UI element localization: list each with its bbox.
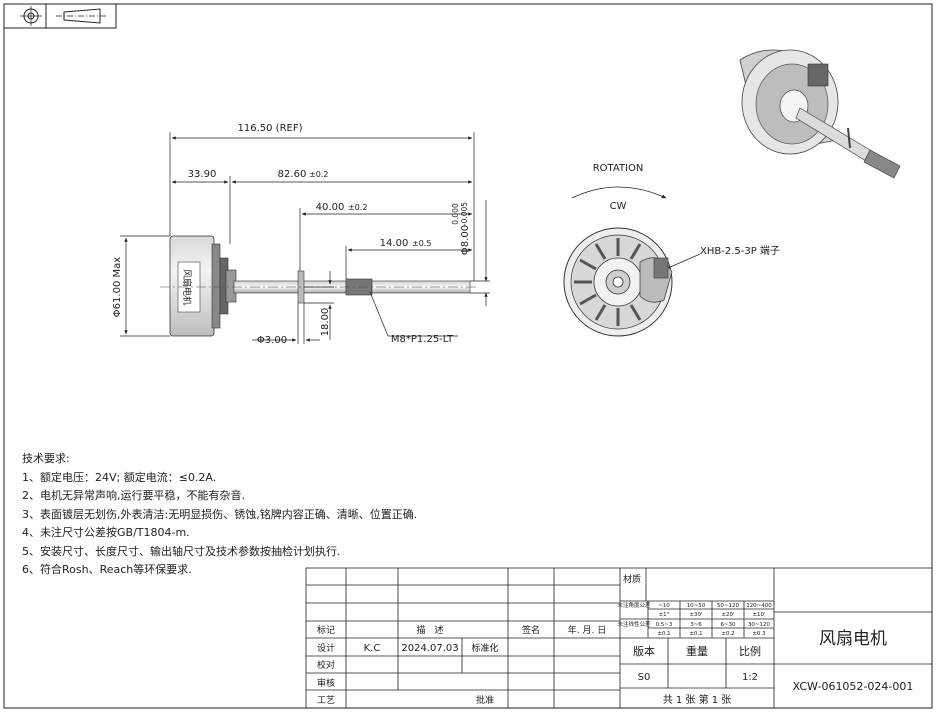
tol-cell: 50~120 <box>717 603 740 609</box>
tolerance-table: 未注角度公差 ~10 10~50 50~120 120~400 ±1° ±30'… <box>617 601 772 637</box>
dim-pin-diameter: Φ3.00 <box>257 335 287 346</box>
tol-cell: 120~400 <box>746 603 772 609</box>
row-label-check: 校对 <box>317 659 335 671</box>
technical-requirements: 技术要求: 1、额定电压：24V; 额定电流：≤0.2A. 2、电机无异常声响,… <box>22 450 417 580</box>
tol-cell: ±0.1 <box>689 631 702 637</box>
dim-shaft-tol-upper: 0.000 <box>451 203 460 225</box>
tol-angle-label: 未注角度公差 <box>617 601 651 609</box>
motor-iso-view <box>739 49 901 179</box>
connector-label: XHB-2.5-3P 端子 <box>700 244 780 257</box>
row-label-review: 审核 <box>317 677 335 689</box>
dim-shaft-tol: ±0.2 <box>348 203 367 212</box>
dim-overall: 116.50 (REF) <box>238 123 303 134</box>
tol-cell: ~10 <box>658 603 670 609</box>
tol-cell: 0.5~3 <box>656 622 673 628</box>
version-value: S0 <box>638 672 651 683</box>
tol-cell: ±0.2 <box>721 631 734 637</box>
version-label: 版本 <box>633 644 655 658</box>
design-date: 2024.07.03 <box>401 643 458 654</box>
dim-thread-len: 14.00 <box>380 238 409 249</box>
column-signature: 签名 <box>522 624 540 636</box>
direction-label: CW <box>610 201 627 212</box>
tol-cell: 6~30 <box>720 622 736 628</box>
tech-item: 3、表面镀层无划伤,外表清洁:无明显损伤、锈蚀,铭牌内容正确、清晰、位置正确. <box>22 507 418 521</box>
designer: K.C <box>364 643 381 654</box>
dim-mid-tol: ±0.2 <box>309 170 328 179</box>
title-block-text: 材质 标记 设计 校对 审核 工艺 描 述 签名 年. 月. 日 K.C 202… <box>317 573 641 706</box>
thread-callout: M8*P1.25-LT <box>391 334 454 345</box>
tol-cell: ±10' <box>752 612 765 618</box>
tol-linear-label: 未注线性公差 <box>617 620 651 628</box>
rotation-indicator <box>571 186 667 199</box>
weight-label: 重量 <box>686 644 708 658</box>
tech-item: 4、未注尺寸公差按GB/T1804-m. <box>22 526 190 539</box>
approve-label: 批准 <box>476 694 494 706</box>
tol-cell: ±0.3 <box>752 631 766 637</box>
dim-shaft-tol-lower: -0.005 <box>460 202 469 226</box>
drawing-number: XCW-061052-024-001 <box>793 680 914 693</box>
title-block-right: 版本 重量 比例 S0 1:2 共 1 张 第 1 张 风扇电机 XCW-061… <box>633 629 913 706</box>
projection-symbol <box>3 3 117 29</box>
dim-mid: 82.60 <box>278 169 307 180</box>
tech-item: 6、符合Rosh、Reach等环保要求. <box>22 563 192 576</box>
row-label-design: 设计 <box>317 642 335 654</box>
tech-item: 2、电机无异常声响,运行要平稳，不能有杂音. <box>22 489 245 502</box>
motor-side-view <box>160 235 476 337</box>
rotation-label: ROTATION <box>593 163 644 174</box>
dim-shaft: 40.00 <box>316 202 345 213</box>
dim-pin-length: 18.00 <box>320 308 331 337</box>
material-label: 材质 <box>623 573 641 585</box>
tech-heading: 技术要求: <box>22 452 70 465</box>
row-label-process: 工艺 <box>317 695 335 706</box>
tol-cell: 10~50 <box>687 603 706 609</box>
sheet-count: 共 1 张 第 1 张 <box>663 693 732 706</box>
drawing-title: 风扇电机 <box>819 629 887 649</box>
tol-cell: ±1° <box>659 612 670 618</box>
scale-label: 比例 <box>739 644 761 658</box>
motor-front-view <box>563 227 701 337</box>
tech-item: 5、安装尺寸、长度尺寸、输出轴尺寸及技术参数按抽检计划执行. <box>22 544 341 558</box>
row-label-mark: 标记 <box>317 624 335 636</box>
dim-thread-tol: ±0.5 <box>412 239 431 248</box>
scale-value: 1:2 <box>742 672 758 683</box>
dim-left: 33.90 <box>188 169 217 180</box>
tech-item: 1、额定电压：24V; 额定电流：≤0.2A. <box>22 470 217 484</box>
standardization-label: 标准化 <box>471 642 498 654</box>
vertical-label: 风扇电机 <box>181 269 193 305</box>
tol-cell: ±20' <box>721 612 734 618</box>
title-block-grid <box>305 567 933 709</box>
tol-cell: 3~6 <box>690 622 702 628</box>
tol-cell: ±0.1 <box>657 631 670 637</box>
dimension-lines <box>120 132 490 344</box>
tol-cell: ±30' <box>689 612 702 618</box>
tol-cell: 30~120 <box>748 622 771 628</box>
column-date: 年. 月. 日 <box>568 624 606 636</box>
dim-diameter-max: Φ61.00 Max <box>112 257 123 317</box>
dim-shaft-diameter: Φ8.00 <box>460 225 471 255</box>
column-description: 描 述 <box>416 624 443 636</box>
